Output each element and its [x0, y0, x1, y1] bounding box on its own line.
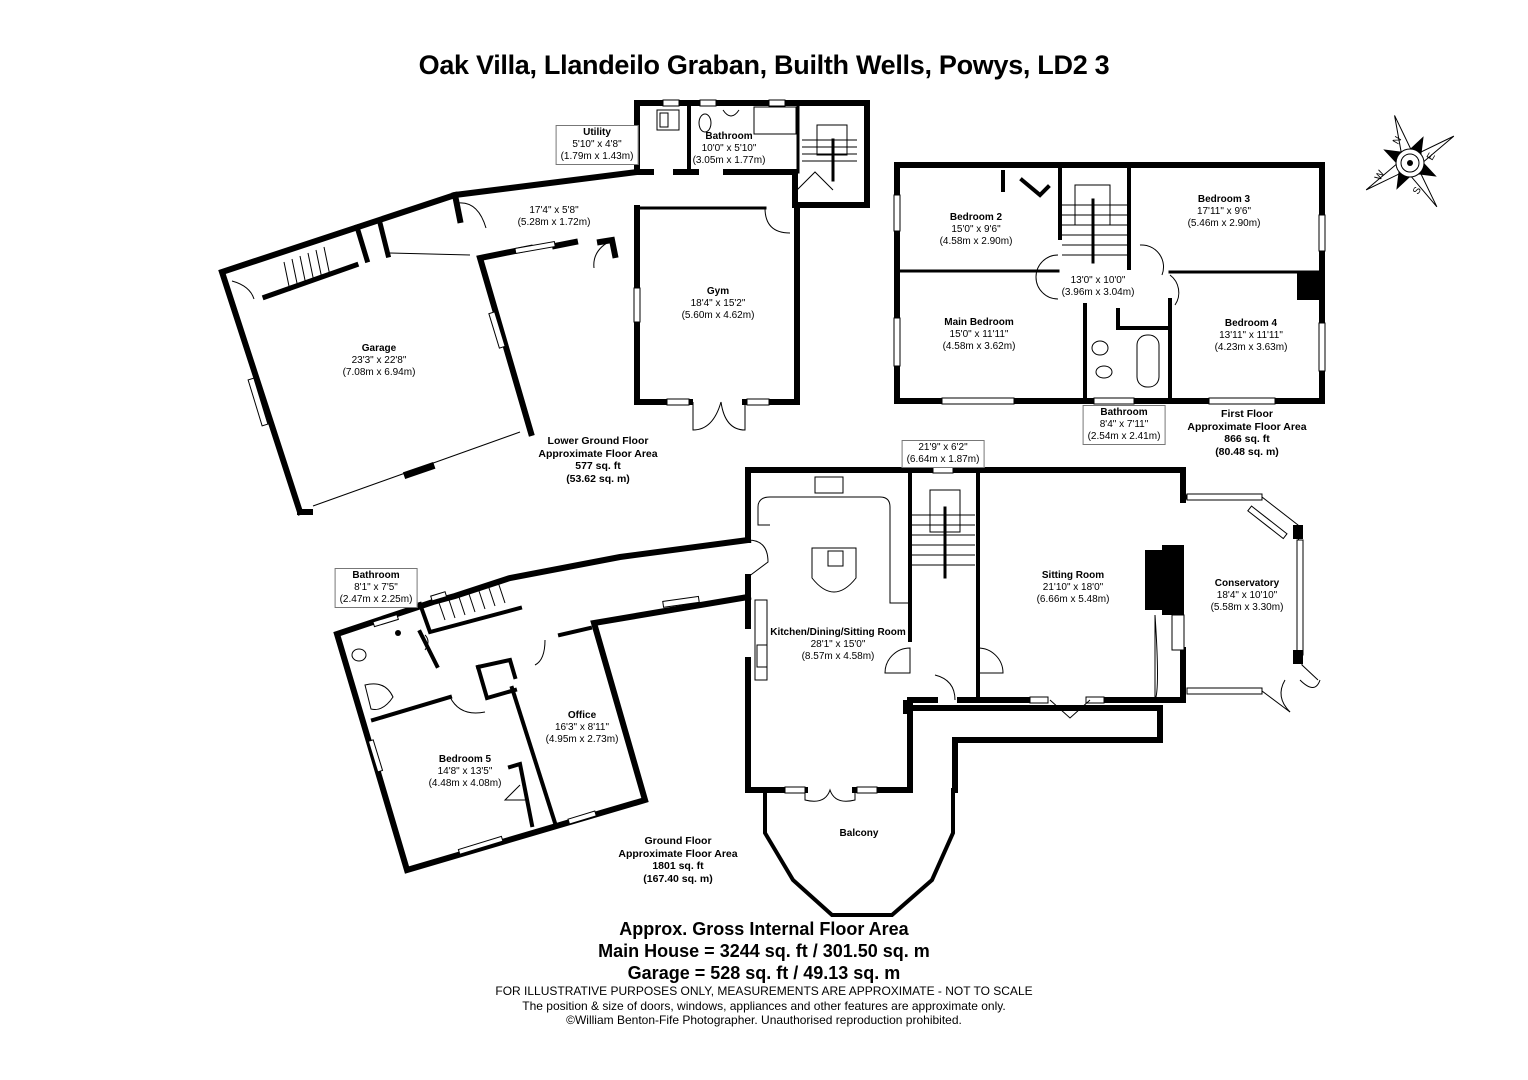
- plan-title: Oak Villa, Llandeilo Graban, Builth Well…: [418, 50, 1110, 80]
- ground-floor-area: Ground Floor Approximate Floor Area 1801…: [618, 835, 738, 885]
- footer: Approx. Gross Internal Floor Area Main H…: [0, 918, 1528, 1028]
- room-label-main-bedroom: Main Bedroom 15'0" x 11'11" (4.58m x 3.6…: [942, 317, 1016, 352]
- first-floor-area: First Floor Approximate Floor Area 866 s…: [1187, 408, 1307, 458]
- room-label-utility: Utility 5'10" x 4'8" (1.79m x 1.43m): [555, 125, 639, 165]
- room-label-gym: Gym 18'4" x 15'2" (5.60m x 4.62m): [681, 286, 755, 321]
- room-label-conservatory: Conservatory 18'4" x 10'10" (5.58m x 3.3…: [1210, 578, 1284, 613]
- svg-text:S: S: [1411, 185, 1424, 197]
- room-label-garage: Garage 23'3" x 22'8" (7.08m x 6.94m): [342, 343, 416, 378]
- first-floor: [893, 162, 1326, 405]
- approximation-note: The position & size of doors, windows, a…: [522, 998, 1006, 1013]
- room-label-office: Office 16'3" x 8'11" (4.95m x 2.73m): [545, 710, 619, 745]
- disclaimer: FOR ILLUSTRATIVE PURPOSES ONLY, MEASUREM…: [495, 984, 1033, 998]
- room-label-lower-bathroom: Bathroom 10'0" x 5'10" (3.05m x 1.77m): [692, 131, 766, 166]
- ground-floor: [333, 466, 1321, 917]
- lower-ground-floor-area: Lower Ground Floor Approximate Floor Are…: [538, 435, 658, 485]
- room-label-lower-corridor: 17'4" x 5'8" (5.28m x 1.72m): [517, 205, 591, 228]
- room-label-hallway: 21'9" x 6'2" (6.64m x 1.87m): [901, 440, 985, 468]
- room-label-ground-bathroom: Bathroom 8'1" x 7'5" (2.47m x 2.25m): [334, 568, 418, 608]
- svg-text:E: E: [1425, 151, 1438, 163]
- footer-heading: Approx. Gross Internal Floor Area: [619, 919, 909, 939]
- main-house-area: Main House = 3244 sq. ft / 301.50 sq. m: [598, 941, 930, 961]
- room-label-bedroom-5: Bedroom 5 14'8" x 13'5" (4.48m x 4.08m): [428, 754, 502, 789]
- garage-area: Garage = 528 sq. ft / 49.13 sq. m: [627, 963, 901, 983]
- room-label-kitchen-dining: Kitchen/Dining/Sitting Room 28'1" x 15'0…: [770, 627, 906, 662]
- room-label-first-bathroom: Bathroom 8'4" x 7'11" (2.54m x 2.41m): [1082, 405, 1166, 445]
- room-label-bedroom-4: Bedroom 4 13'11" x 11'11" (4.23m x 3.63m…: [1214, 318, 1288, 353]
- room-label-sitting-room: Sitting Room 21'10" x 18'0" (6.66m x 5.4…: [1036, 570, 1110, 605]
- svg-text:N: N: [1391, 135, 1404, 147]
- lower-ground-floor: [218, 99, 870, 516]
- copyright: ©William Benton-Fife Photographer. Unaut…: [566, 1013, 962, 1027]
- room-label-bedroom-3: Bedroom 3 17'11" x 9'6" (5.46m x 2.90m): [1187, 194, 1261, 229]
- compass-icon: N E S W: [1365, 115, 1455, 208]
- room-label-landing: 13'0" x 10'0" (3.96m x 3.04m): [1061, 275, 1135, 298]
- room-label-bedroom-2: Bedroom 2 15'0" x 9'6" (4.58m x 2.90m): [939, 212, 1013, 247]
- room-label-balcony: Balcony: [839, 828, 879, 839]
